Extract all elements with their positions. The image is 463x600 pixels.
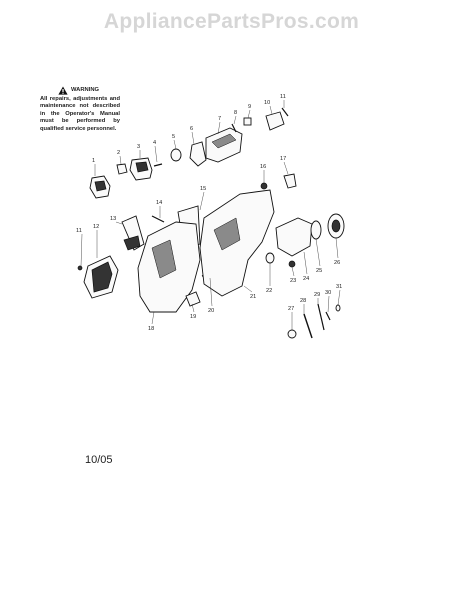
callout-2: 2 [117, 150, 120, 156]
callout-29: 29 [314, 292, 320, 298]
part-14 [151, 215, 165, 223]
part-16 [260, 182, 268, 190]
callout-30: 30 [325, 290, 331, 296]
callout-28: 28 [300, 298, 306, 304]
part-1 [89, 175, 111, 199]
part-25 [310, 220, 322, 240]
part-13 [121, 215, 145, 251]
callout-24: 24 [303, 276, 309, 282]
warning-heading: WARNING [58, 86, 120, 95]
callout-14: 14 [156, 200, 162, 206]
callout-18: 18 [148, 326, 154, 332]
callout-6: 6 [190, 126, 193, 132]
warning-icon [58, 86, 68, 95]
warning-text: All repairs, adjustments and maintenance… [40, 96, 120, 132]
callout-9: 9 [248, 104, 251, 110]
part-21 [199, 189, 275, 297]
revision-date: 10/05 [85, 454, 113, 466]
callout-10: 10 [264, 100, 270, 106]
callout-labels: 1 2 3 4 5 6 7 8 9 10 11 11 12 13 14 15 1… [76, 94, 342, 332]
part-6 [189, 141, 207, 167]
part-22 [265, 252, 275, 264]
part-2 [116, 163, 128, 175]
callout-31: 31 [336, 284, 342, 290]
callout-26: 26 [334, 260, 340, 266]
part-3 [129, 157, 153, 181]
part-9 [243, 117, 252, 126]
callout-23: 23 [290, 278, 296, 284]
callout-27: 27 [288, 306, 294, 312]
warning-box: WARNING All repairs, adjustments and mai… [40, 86, 120, 133]
leader-lines [80, 100, 341, 330]
part-19 [185, 291, 201, 307]
callout-22: 22 [266, 288, 272, 294]
callout-21: 21 [250, 294, 256, 300]
part-30 [325, 311, 331, 321]
part-12 [83, 255, 119, 299]
part-4 [153, 163, 163, 167]
callout-11-top: 11 [280, 94, 286, 100]
callout-3: 3 [137, 144, 140, 150]
callout-15: 15 [200, 186, 206, 192]
part-17 [283, 173, 297, 189]
part-7 [205, 127, 243, 163]
part-11-top [281, 107, 289, 117]
part-31 [335, 304, 341, 312]
part-23 [288, 260, 296, 268]
callout-11-left: 11 [76, 228, 82, 234]
part-28 [303, 313, 313, 339]
part-24 [275, 217, 313, 257]
callout-16: 16 [260, 164, 266, 170]
part-10 [265, 111, 285, 131]
callout-13: 13 [110, 216, 116, 222]
part-27 [287, 329, 297, 339]
part-26 [327, 213, 345, 239]
watermark: AppliancePartsPros.com [103, 10, 360, 33]
part-29 [317, 303, 325, 331]
callout-1: 1 [92, 158, 95, 164]
callout-19: 19 [190, 314, 196, 320]
callout-12: 12 [93, 224, 99, 230]
callout-8: 8 [234, 110, 237, 116]
part-11-left [77, 265, 83, 271]
callout-7: 7 [218, 116, 221, 122]
callout-25: 25 [316, 268, 322, 274]
callout-17: 17 [280, 156, 286, 162]
callout-4: 4 [153, 140, 156, 146]
part-5 [170, 148, 182, 162]
callout-5: 5 [172, 134, 175, 140]
part-8 [231, 123, 237, 133]
warning-heading-text: WARNING [71, 86, 100, 93]
part-18 [137, 221, 201, 313]
callout-20: 20 [208, 308, 214, 314]
